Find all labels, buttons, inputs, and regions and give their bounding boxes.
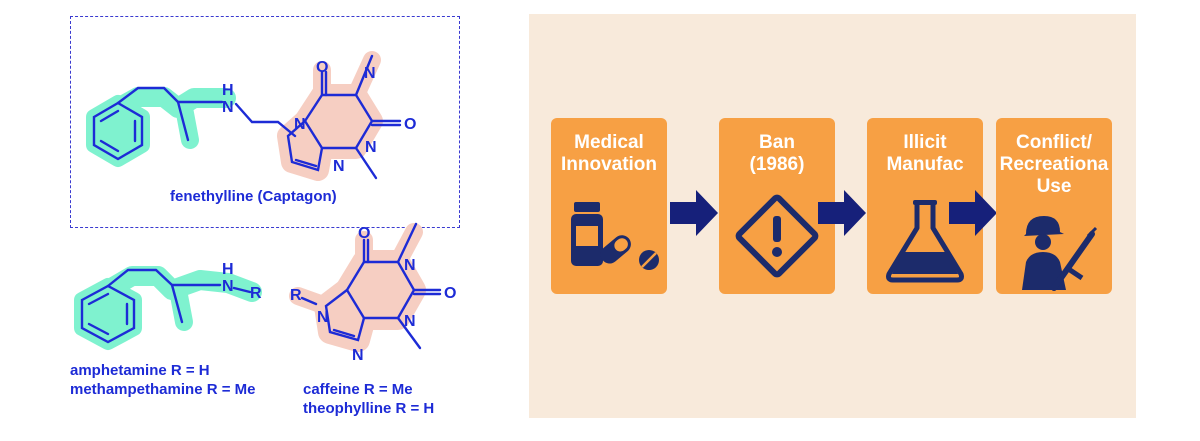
- step-medical-innovation: Medical Innovation: [551, 118, 667, 294]
- arrow-right-icon: [949, 190, 997, 236]
- chemical-structures: H N N N N N O O H N R: [74, 51, 456, 364]
- step-ban: Ban (1986): [719, 118, 835, 294]
- step-title-line: Conflict/: [1016, 132, 1092, 153]
- warning-sign-icon: [735, 194, 819, 278]
- atom-o-label: O: [358, 225, 370, 242]
- fenethylline-label: fenethylline (Captagon): [170, 188, 337, 205]
- caffeine-highlights: [289, 223, 426, 352]
- atom-n-label: N: [333, 158, 345, 175]
- atom-n-label: N: [404, 257, 416, 274]
- atom-o-label: O: [444, 285, 456, 302]
- pill-bottle-icon: [571, 202, 659, 270]
- step-title-line: Medical: [574, 132, 644, 153]
- step-title-line: Use: [1036, 176, 1072, 197]
- soldier-rifle-icon: [1022, 216, 1098, 291]
- amphetamine-bonds: [80, 268, 252, 344]
- atom-n-label: N: [222, 278, 234, 295]
- step-title: Ban (1986): [719, 132, 835, 176]
- atom-o-label: O: [316, 59, 328, 76]
- step-title-line: Recreationa: [999, 154, 1109, 175]
- arrow-right-icon: [670, 190, 718, 236]
- atom-o-label: O: [404, 116, 416, 133]
- methamphetamine-label: methampethamine R = Me: [70, 381, 256, 398]
- atom-n-label: N: [365, 139, 377, 156]
- step-title-line: Ban: [759, 132, 795, 153]
- amphetamine-label: amphetamine R = H: [70, 362, 210, 379]
- fenethylline-bonds: [92, 54, 402, 180]
- fenethylline-atoms: H N N N N N O O: [222, 59, 416, 175]
- atom-h-label: H: [222, 82, 234, 99]
- arrow-right-icon: [818, 190, 866, 236]
- step-title-line: Manufac: [886, 154, 964, 175]
- step-title-line: (1986): [749, 154, 805, 175]
- atom-n-label: N: [404, 313, 416, 330]
- step-title: Medical Innovation: [551, 132, 667, 176]
- step-title-line: Illicit: [903, 132, 947, 153]
- theophylline-label: theophylline R = H: [303, 400, 435, 417]
- step-conflict-recreational-use: Conflict/ Recreationa Use: [996, 118, 1112, 294]
- atom-r-label: R: [290, 287, 302, 304]
- caffeine-label: caffeine R = Me: [303, 381, 413, 398]
- atom-n-label: N: [222, 99, 234, 116]
- atom-r-label: R: [250, 285, 262, 302]
- caffeine-bonds: [300, 222, 442, 350]
- step-title: Illicit Manufac: [867, 132, 983, 176]
- atom-n-label: N: [294, 116, 306, 133]
- flask-icon: [886, 200, 964, 283]
- step-title-line: Innovation: [560, 154, 658, 175]
- atom-n-label: N: [364, 65, 376, 82]
- atom-h-label: H: [222, 261, 234, 278]
- step-title: Conflict/ Recreationa Use: [996, 132, 1112, 198]
- captagon-dashed-frame: [70, 16, 460, 228]
- atom-n-label: N: [317, 309, 329, 326]
- atom-n-label: N: [352, 347, 364, 364]
